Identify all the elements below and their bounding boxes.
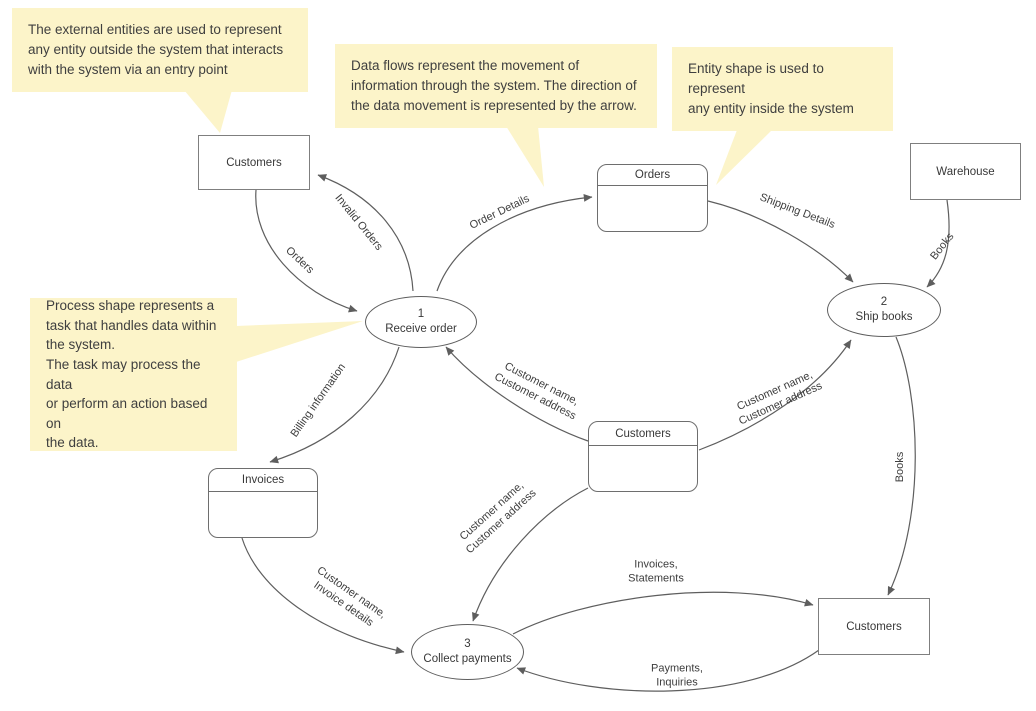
callout-process-shape: Process shape represents a task that han… bbox=[30, 298, 237, 451]
callout-entity-shape: Entity shape is used to represent any en… bbox=[672, 47, 893, 131]
external-entity-label: Warehouse bbox=[936, 165, 995, 178]
external-entity-customers-top-left: Customers bbox=[198, 135, 310, 190]
flow-label-invoices-statements: Invoices, Statements bbox=[628, 558, 684, 584]
callout-tail-data-flows bbox=[506, 126, 544, 187]
flow-arrow-payments-inquiries bbox=[516, 649, 820, 692]
entity-header: Invoices bbox=[209, 469, 317, 492]
entity-orders: Orders bbox=[597, 164, 708, 232]
flow-label-payments-inquiries: Payments, Inquiries bbox=[651, 662, 703, 688]
entity-label: Orders bbox=[634, 169, 671, 181]
flow-arrow-orders bbox=[255, 189, 358, 313]
flow-arrow-books-from-warehouse bbox=[926, 199, 950, 288]
process-number: 3 bbox=[464, 638, 471, 651]
external-entity-customers-bottom-right: Customers bbox=[818, 598, 930, 655]
external-entity-warehouse: Warehouse bbox=[910, 143, 1021, 200]
process-number: 2 bbox=[880, 296, 888, 309]
flow-arrow-order-details bbox=[436, 193, 593, 292]
process-ship-books: 2 Ship books bbox=[827, 283, 941, 337]
entity-label: Invoices bbox=[241, 474, 285, 486]
external-entity-label: Customers bbox=[846, 620, 902, 633]
entity-customers-middle: Customers bbox=[588, 421, 698, 492]
entity-label: Customers bbox=[615, 427, 671, 440]
flow-arrow-customer-name-address-to-ship bbox=[698, 339, 852, 451]
flow-arrow-customer-name-invoice-details bbox=[241, 537, 405, 655]
flow-arrow-customer-name-address-to-receive bbox=[445, 346, 589, 442]
flow-arrow-invalid-orders bbox=[317, 174, 414, 292]
callout-external-entities: The external entities are used to repres… bbox=[12, 8, 308, 92]
entity-invoices: Invoices bbox=[208, 468, 318, 538]
flow-arrow-customer-name-address-to-collect bbox=[472, 487, 589, 622]
process-label: Collect payments bbox=[423, 653, 512, 665]
callout-tail-external-entities bbox=[184, 90, 232, 133]
callout-tail-process-shape bbox=[236, 321, 363, 362]
callout-data-flows: Data flows represent the movement of inf… bbox=[335, 44, 657, 128]
process-receive-order: 1 Receive order bbox=[365, 296, 477, 348]
entity-header: Orders bbox=[598, 165, 707, 186]
flow-label-books-to-customers: Books bbox=[894, 451, 907, 483]
flow-arrow-invoices-statements bbox=[512, 591, 814, 635]
flow-arrow-shipping-details bbox=[707, 200, 854, 283]
process-label: Ship books bbox=[855, 311, 913, 323]
flow-arrow-billing-information bbox=[269, 346, 400, 464]
flow-arrow-books-to-customers bbox=[887, 336, 916, 596]
process-label: Receive order bbox=[385, 323, 457, 335]
process-number: 1 bbox=[417, 308, 425, 321]
process-collect-payments: 3 Collect payments bbox=[411, 624, 524, 680]
callout-tail-entity-shape bbox=[716, 130, 772, 185]
entity-header: Customers bbox=[589, 422, 697, 446]
external-entity-label: Customers bbox=[226, 156, 282, 169]
